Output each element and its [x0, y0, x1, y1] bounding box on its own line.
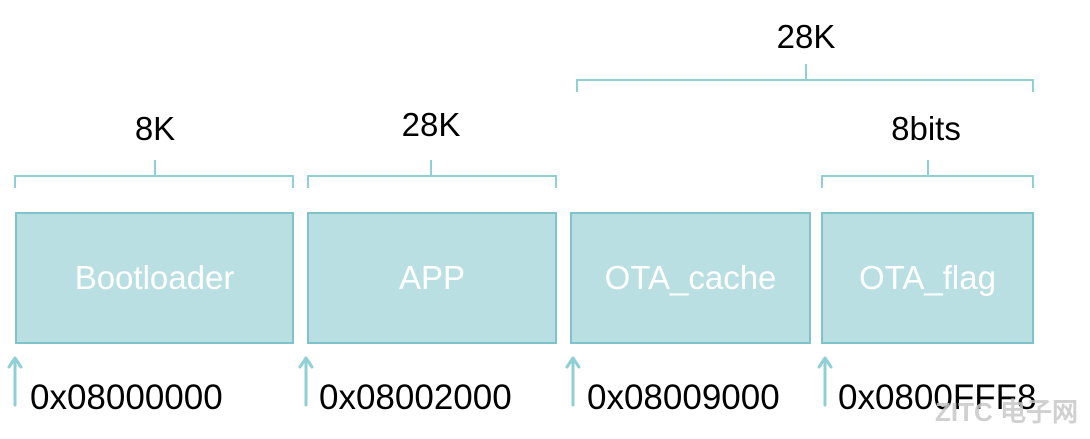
arrow-up-icon	[565, 356, 581, 407]
bootloader-block: Bootloader	[15, 212, 294, 344]
app-size-label: 28K	[401, 106, 461, 143]
bootloader-block-label: Bootloader	[74, 259, 235, 296]
bootloader-size-label: 8K	[134, 110, 176, 147]
brace-app	[307, 160, 557, 188]
bootloader-address: 0x08000000	[30, 378, 223, 417]
app-block-label: APP	[398, 259, 466, 296]
brace-ota-group	[576, 64, 1034, 92]
ota-cache-address: 0x08009000	[587, 378, 780, 417]
brace-ota-flag	[821, 160, 1034, 188]
ota-cache-block-label: OTA_cache	[604, 259, 777, 296]
watermark-logo: ZITC 电子网	[935, 397, 1078, 427]
brace-bootloader	[14, 160, 294, 188]
app-block: APP	[307, 212, 557, 344]
arrow-up-icon	[817, 356, 833, 407]
app-address: 0x08002000	[319, 378, 512, 417]
ota-cache-block: OTA_cache	[570, 212, 811, 344]
ota-flag-block-label: OTA_flag	[859, 259, 996, 296]
ota-flag-size-label: 8bits	[891, 110, 961, 147]
ota-flag-block: OTA_flag	[821, 212, 1034, 344]
arrow-up-icon	[7, 356, 23, 407]
ota-group-size-label: 28K	[776, 18, 836, 55]
arrow-up-icon	[298, 356, 314, 407]
ota-flag-address: 0x0800FFF8	[838, 378, 1037, 417]
